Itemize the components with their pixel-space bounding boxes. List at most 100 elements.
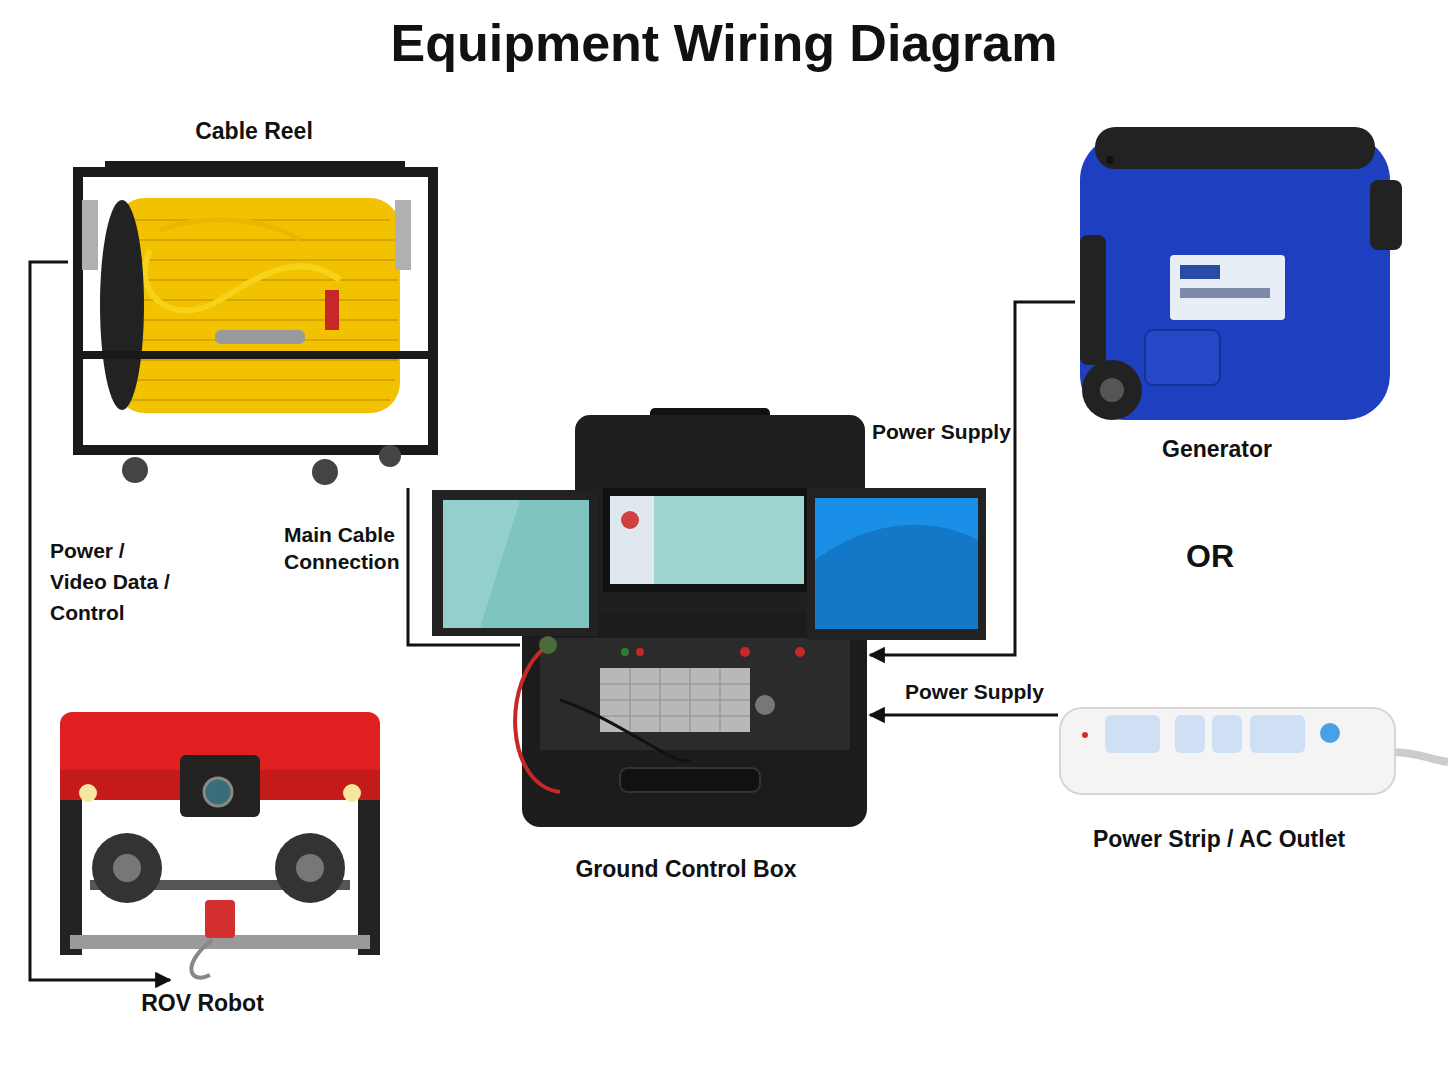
power-strip-illustration (1060, 708, 1448, 794)
control-box-illustration-part-part (600, 716, 750, 717)
power-strip-illustration-part (1175, 715, 1205, 753)
cable-reel-illustration-part-part (118, 319, 398, 321)
control-box-illustration-part (795, 647, 805, 657)
power-strip-illustration-part (1320, 723, 1340, 743)
control-box-illustration-part (807, 488, 986, 640)
control-box-illustration-part (610, 496, 654, 584)
control-box-illustration-part (621, 648, 629, 656)
rov-illustration-part (79, 784, 97, 802)
cable-reel-illustration-part (379, 445, 401, 467)
control-box-illustration-part (539, 636, 557, 654)
control-box-illustration-part (443, 500, 589, 628)
cable-reel-illustration-part (115, 198, 400, 413)
equipment-caption: Power Strip / AC Outlet (1093, 825, 1345, 853)
rov-illustration-part (343, 784, 361, 802)
control-box-illustration-part-part (690, 668, 691, 732)
control-box-illustration-part-part (600, 700, 750, 701)
rov-illustration (60, 712, 380, 978)
control-box-illustration-part (515, 645, 560, 792)
control-box-illustration-part (815, 498, 978, 629)
connection-label: Main Cable Connection (284, 521, 409, 575)
connector-line (870, 302, 1075, 655)
control-box-illustration-part (540, 638, 850, 750)
generator-illustration-part (1180, 288, 1270, 298)
control-box-illustration-part (603, 488, 810, 592)
cable-reel-illustration-part (122, 457, 148, 483)
generator-illustration-part (1180, 265, 1220, 279)
connection-label: Power Supply (872, 419, 1032, 445)
cable-reel-illustration-part (395, 200, 411, 270)
cable-reel-illustration-part-part (120, 239, 395, 241)
control-box-illustration-part (620, 768, 760, 792)
rov-robot-node: ROV Robot (55, 705, 382, 980)
generator-illustration-part (1095, 127, 1375, 169)
generator-illustration (1080, 127, 1402, 420)
equipment-caption: ROV Robot (141, 989, 264, 1017)
control-box-illustration-part (740, 647, 750, 657)
generator-illustration-part (1106, 156, 1114, 164)
rov-illustration-part (92, 833, 162, 903)
cable-reel-illustration-part (312, 459, 338, 485)
cable-reel-illustration (78, 165, 433, 485)
control-box-illustration-part-part (630, 668, 631, 732)
diagram-title: Equipment Wiring Diagram (0, 12, 1448, 74)
rov-illustration-part (60, 780, 82, 955)
cable-reel-illustration-part (78, 172, 433, 450)
cable-reel-illustration-part (160, 220, 300, 240)
generator-illustration-part (1170, 255, 1285, 320)
power-strip-illustration-part (1212, 715, 1242, 753)
connector-line (870, 714, 1058, 717)
control-box-illustration-part (815, 525, 978, 629)
control-box-illustration-part (560, 700, 690, 761)
control-box-illustration-part (755, 695, 775, 715)
generator-illustration-part (1145, 330, 1220, 385)
cable-reel-illustration-part (215, 330, 305, 344)
generator-node: Generator (1075, 125, 1405, 425)
control-box-illustration-part (443, 500, 520, 628)
control-box-illustration-part (610, 496, 804, 584)
alternative-label: OR (1186, 536, 1234, 576)
cable-reel-illustration-part-part (120, 379, 395, 381)
rov-illustration-part (191, 940, 212, 978)
cable-reel-illustration-part-part (118, 259, 398, 261)
cable-reel-illustration-part (82, 200, 98, 270)
cable-reel-illustration-part (100, 200, 144, 410)
control-box-illustration-part (600, 668, 750, 732)
connector-line (408, 488, 520, 645)
power-strip-illustration-part (1082, 732, 1088, 738)
power-strip-illustration-part (1250, 715, 1305, 753)
control-box-illustration-part-part (600, 684, 750, 685)
control-box-illustration-part (621, 511, 639, 529)
power-strip-illustration-part (1105, 715, 1160, 753)
generator-illustration-part (1100, 378, 1124, 402)
control-box-illustration-part (600, 668, 750, 732)
rov-illustration-part (205, 900, 235, 938)
control-box-illustration-part (522, 612, 867, 827)
generator-illustration-part (1080, 135, 1390, 420)
control-box-illustration-part (432, 490, 598, 636)
cable-reel-illustration-part (325, 290, 339, 330)
rov-illustration-part (296, 854, 324, 882)
generator-illustration-part (1080, 235, 1106, 365)
cable-reel-illustration-part (145, 250, 340, 310)
generator-illustration-part (1082, 360, 1142, 420)
power-strip-node: Power Strip / AC Outlet (1058, 700, 1448, 800)
control-box-illustration-part-part (720, 668, 721, 732)
power-strip-illustration-part (1390, 752, 1448, 762)
cable-reel-illustration-part (78, 351, 433, 359)
rov-illustration-part (275, 833, 345, 903)
control-box-illustration-part-part (660, 668, 661, 732)
cable-reel-illustration-part-part (118, 359, 398, 361)
rov-illustration-part (113, 854, 141, 882)
cable-reel-node: Cable Reel (68, 160, 440, 488)
equipment-caption: Cable Reel (195, 117, 313, 145)
cable-reel-illustration-part-part (125, 219, 390, 221)
rov-illustration-part (358, 780, 380, 955)
control-box-illustration-part (636, 648, 644, 656)
control-box-illustration (432, 408, 986, 827)
equipment-caption: Generator (1162, 435, 1272, 463)
cable-reel-illustration-part-part (125, 399, 390, 401)
generator-illustration-part (1370, 180, 1402, 250)
